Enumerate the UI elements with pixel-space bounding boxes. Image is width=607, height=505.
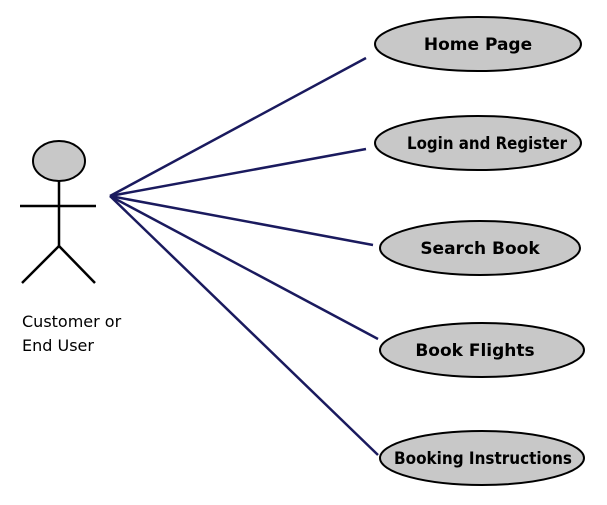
use-case-login-and-register[interactable]: Login and Register bbox=[374, 115, 582, 171]
actor-customer: Customer or End User bbox=[20, 140, 122, 355]
use-case-book-flights[interactable]: Book Flights bbox=[379, 322, 585, 378]
use-case-label: Login and Register bbox=[407, 134, 568, 154]
use-case-ellipse bbox=[379, 322, 585, 378]
use-case-search-book[interactable]: Search Book bbox=[379, 220, 581, 276]
use-case-label: Search Book bbox=[420, 239, 540, 259]
association-home-page bbox=[109, 56, 367, 198]
use-case-ellipse bbox=[374, 115, 582, 171]
use-case-ellipse bbox=[379, 220, 581, 276]
association-booking-instructions bbox=[109, 195, 379, 456]
actor-right-leg bbox=[58, 245, 96, 284]
use-case-ellipse bbox=[374, 16, 582, 72]
actor-label-line-2: End User bbox=[22, 336, 94, 355]
association-login-and-register bbox=[109, 147, 367, 198]
actor-head bbox=[32, 140, 86, 182]
associations bbox=[109, 56, 379, 456]
use-case-label: Book Flights bbox=[415, 341, 534, 361]
use-case-ellipse bbox=[379, 430, 585, 486]
association-search-book bbox=[109, 194, 374, 247]
use-case-label: Booking Instructions bbox=[394, 449, 572, 469]
association-book-flights bbox=[109, 194, 379, 341]
use-case-home-page[interactable]: Home Page bbox=[374, 16, 582, 72]
actor-label-line-1: Customer or bbox=[22, 312, 122, 331]
use-case-label: Home Page bbox=[424, 35, 532, 55]
actor-left-leg bbox=[21, 245, 60, 284]
use-case-booking-instructions[interactable]: Booking Instructions bbox=[379, 430, 585, 486]
